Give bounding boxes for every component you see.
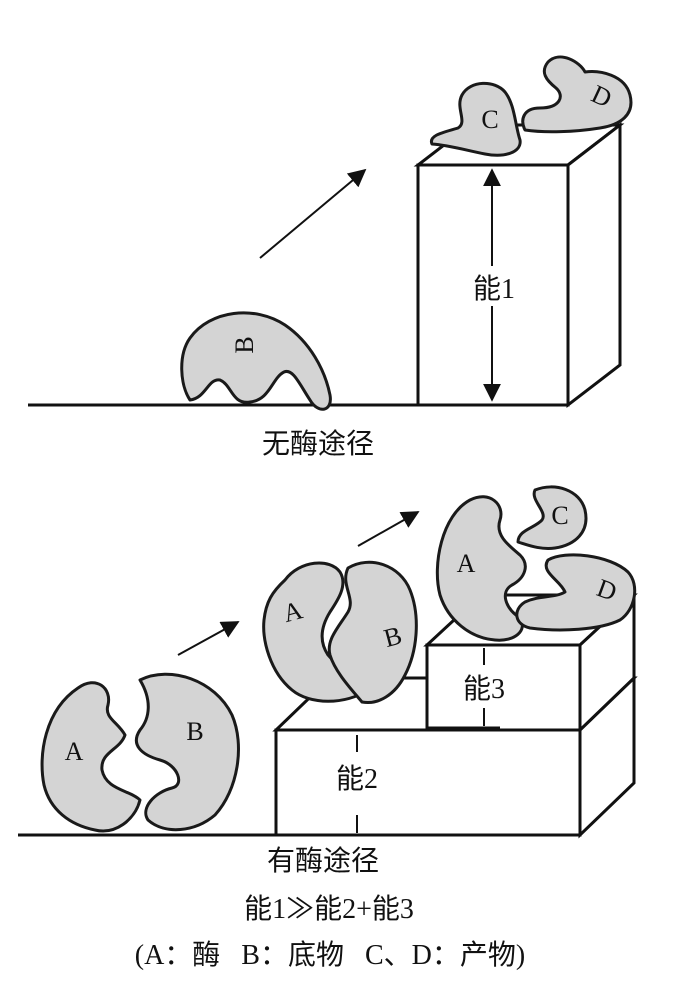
product-d-blob-bottom (515, 553, 637, 632)
enzyme-a-blob-1 (40, 681, 142, 833)
substrate-b-blob-top (180, 311, 332, 411)
energy-barrier-box-1 (413, 121, 625, 409)
product-c-label-top: C (481, 105, 498, 134)
substrate-b-label-1: B (186, 717, 203, 746)
enzyme-a-label-3: A (457, 549, 476, 578)
substrate-b-blob-1 (134, 672, 240, 832)
enzyme-a-blob-3 (435, 495, 527, 642)
bottom-reaction-arrow-1 (177, 621, 240, 656)
product-d-blob-top (521, 55, 633, 134)
legend: (A：酶 B：底物 C、D：产物) (135, 939, 525, 971)
enzyme-a-label-1: A (65, 737, 84, 766)
bottom-caption: 有酶途径 (267, 845, 379, 877)
product-c-blob-top (429, 81, 522, 157)
substrate-b-label-top: B (230, 336, 259, 353)
energy-3-label: 能3 (463, 673, 505, 705)
top-panel: 能1 B C D 无酶途径 (28, 55, 633, 460)
energy-relation: 能1≫能2+能3 (244, 893, 414, 925)
product-c-blob-bottom (516, 485, 588, 550)
top-caption: 无酶途径 (262, 428, 374, 460)
energy-2-label: 能2 (336, 763, 378, 795)
top-reaction-arrow (259, 168, 367, 259)
bottom-panel: 能2 能3 A B A B A C D 有酶途径 (18, 485, 638, 877)
footer: 能1≫能2+能3 (A：酶 B：底物 C、D：产物) (135, 893, 525, 971)
energy-1-label: 能1 (473, 273, 515, 305)
bottom-reaction-arrow-2 (357, 511, 420, 547)
product-c-label-bottom: C (551, 501, 568, 530)
substrate-b-blob-2 (327, 560, 418, 705)
